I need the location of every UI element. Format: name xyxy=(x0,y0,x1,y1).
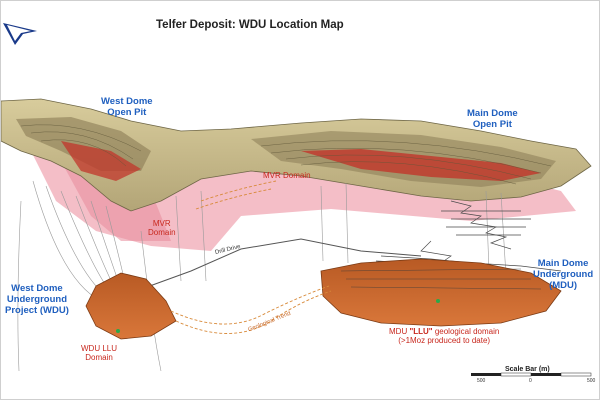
label-mvr-domain-left: MVR Domain xyxy=(148,219,176,238)
label-west-dome-pit: West Dome Open Pit xyxy=(101,96,153,118)
scale-tick-zero: 0 xyxy=(529,378,532,384)
label-main-dome-underground: Main Dome Underground (MDU) xyxy=(533,258,594,291)
drill-drive-line xyxy=(135,238,422,292)
north-arrow-icon xyxy=(3,23,37,45)
scale-bar xyxy=(471,372,592,377)
label-mvr-domain-top: MVR Domain xyxy=(263,171,311,180)
open-pit-surface xyxy=(1,98,592,212)
label-wdu-llu-domain: WDU LLU Domain xyxy=(81,344,118,363)
wdu-llu-body xyxy=(85,272,177,340)
geological-trend-lines xyxy=(170,180,332,334)
label-main-dome-pit: Main Dome Open Pit xyxy=(467,108,518,130)
scale-tick-right: 500 xyxy=(587,378,596,384)
scale-bar-title: Scale Bar (m) xyxy=(505,366,550,373)
label-west-dome-underground: West Dome Underground Project (WDU) xyxy=(5,283,69,316)
mdu-llu-body xyxy=(320,258,562,327)
map-title: Telfer Deposit: WDU Location Map xyxy=(156,19,344,31)
scale-tick-left: 500 xyxy=(477,378,486,384)
label-mdu-llu-domain: MDU "LLU" geological domain (>1Moz produ… xyxy=(389,327,500,346)
